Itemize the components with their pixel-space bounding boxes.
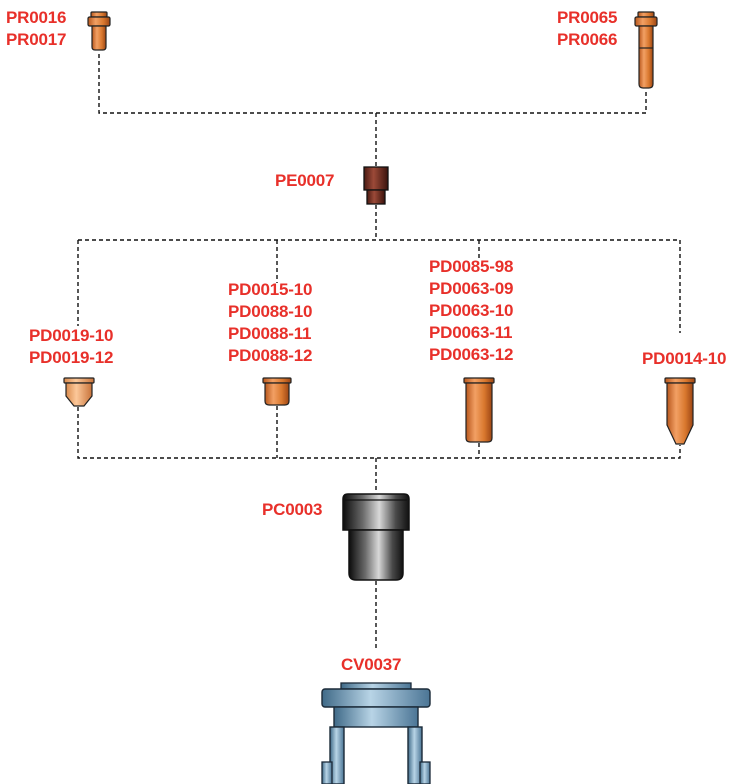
spacer-label: CV0037 (341, 654, 401, 676)
nozzle-3-label: PD0085-98 PD0063-09 PD0063-10 PD0063-11 … (429, 256, 513, 366)
part-code: PD0014-10 (642, 349, 727, 368)
electrode-short-icon (87, 11, 111, 51)
nozzle-1-label: PD0019-10 PD0019-12 (29, 325, 113, 369)
retaining-cap-icon (342, 493, 410, 581)
part-code: PD0019-10 (29, 326, 114, 345)
part-code: PR0065 (557, 8, 618, 27)
part-code: CV0037 (341, 655, 402, 674)
part-code: PC0003 (262, 500, 323, 519)
nozzle-4-label: PD0014-10 (642, 348, 726, 370)
connector-lines (77, 54, 681, 650)
swirl-ring-label: PE0007 (275, 170, 334, 192)
part-code: PD0088-12 (228, 346, 313, 365)
nozzle-short-conical-icon (63, 377, 95, 407)
nozzle-short-straight-icon (262, 377, 292, 406)
part-code: PD0063-11 (429, 323, 513, 342)
part-code: PD0088-11 (228, 324, 312, 343)
part-code: PD0063-09 (429, 279, 514, 298)
electrode-b-label: PR0065 PR0066 (557, 7, 617, 51)
part-code: PD0019-12 (29, 348, 114, 367)
part-code: PD0088-10 (228, 302, 313, 321)
part-code: PR0016 (6, 8, 67, 27)
electrode-a-label: PR0016 PR0017 (6, 7, 66, 51)
cap-label: PC0003 (262, 499, 322, 521)
part-code: PR0066 (557, 30, 618, 49)
nozzle-long-pointed-icon (664, 377, 696, 445)
part-code: PR0017 (6, 30, 67, 49)
spacer-guide-icon (321, 682, 431, 784)
nozzle-long-straight-icon (463, 377, 495, 443)
part-code: PD0063-12 (429, 345, 514, 364)
part-code: PD0063-10 (429, 301, 514, 320)
part-code: PD0085-98 (429, 257, 514, 276)
part-code: PE0007 (275, 171, 335, 190)
swirl-ring-icon (363, 166, 389, 205)
part-code: PD0015-10 (228, 280, 313, 299)
nozzle-2-label: PD0015-10 PD0088-10 PD0088-11 PD0088-12 (228, 279, 312, 367)
electrode-long-icon (634, 11, 658, 89)
